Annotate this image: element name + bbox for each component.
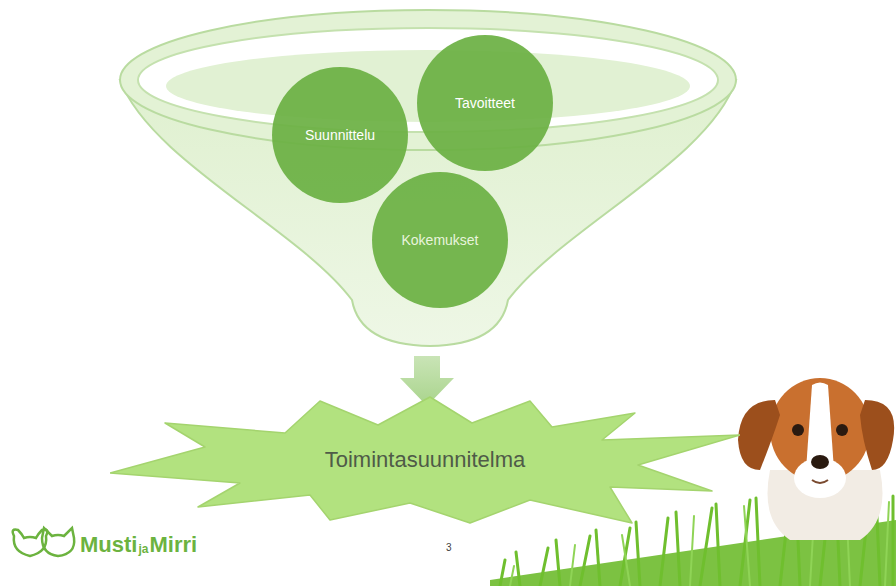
node-text: Suunnittelu <box>305 127 375 143</box>
experiences-circle: Kokemukset <box>372 172 508 308</box>
node-text: Toimintasuunnitelma <box>325 447 526 473</box>
node-text: Kokemukset <box>401 232 478 248</box>
action-plan-star: Toimintasuunnitelma <box>110 395 740 525</box>
logo-text: ja <box>138 542 148 556</box>
logo-text: Mirri <box>149 532 197 558</box>
dog-illustration <box>738 378 894 540</box>
logo-icon <box>13 528 75 556</box>
node-text: Tavoitteet <box>455 95 515 111</box>
page-number: 3 <box>446 542 452 553</box>
planning-circle: Suunnittelu <box>272 67 408 203</box>
goals-circle: Tavoitteet <box>417 35 553 171</box>
logo-text: Musti <box>80 532 137 558</box>
